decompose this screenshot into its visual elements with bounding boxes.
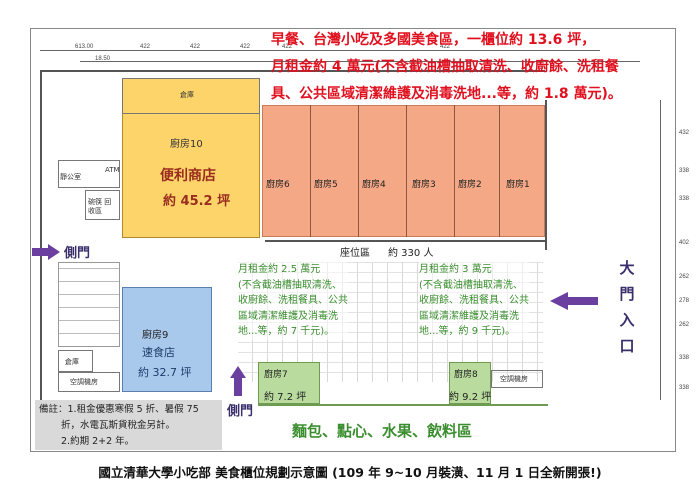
notes-line-2: 折，水電瓦斯貨稅金另計。 [61,420,176,431]
rent-a-line-3: 收廚餘、洗租餐具、公共 [238,295,348,306]
kitchen7-area: 約 7.2 坪 [264,392,307,403]
building-wall-mid [265,240,547,242]
building-wall-right [545,100,547,250]
kitchen8-label: 廚房8 [454,370,478,380]
notes-line-3: 2.約期 2+2 年。 [61,436,135,447]
kitchen-5 [310,105,359,237]
rent-b-line-2: (不含截油槽抽取清洗、 [419,279,523,291]
kitchen-2 [454,105,500,237]
rent-b-line-5: 地...等，約 9 千元)。 [419,326,516,337]
right-dimension-line [660,100,661,400]
building-wall-left [40,70,42,410]
air-room-left-label: 空調機房 [70,378,98,386]
main-door-char-4: 口 [619,337,635,355]
convenience-store-area: 約 45.2 坪 [163,194,231,209]
rent-b-line-1: 月租金約 3 萬元 [419,264,492,275]
top-dimension-line-2 [80,61,640,62]
main-door-char-3: 入 [619,311,635,329]
dim-top-4: 422 [282,44,293,50]
kitchen8-zone [449,362,491,404]
main-door-char-2: 門 [619,285,635,303]
kitchen-4 [358,105,407,237]
kitchen10-label: 廚房10 [170,139,203,150]
convenience-store-zone [122,78,260,238]
kitchen-strip [262,105,545,237]
side-door-left-label: 側門 [64,246,91,261]
recycle-room [85,190,120,220]
recycle-label: 碗筷 回收區 [88,198,112,215]
lower-storage-label: 倉庫 [65,358,79,366]
kitchen-3 [406,105,455,237]
kitchen-3-label: 廚房3 [412,180,436,190]
notice-line-3: 具、公共區域清潔維護及消毒洗地...等，約 1.8 萬元)。 [271,86,622,102]
dim-top-5: 422 [440,44,451,50]
dim-right-4: 402 [679,240,690,246]
dim-right-9: 338 [679,385,690,391]
air-room-left [58,372,120,392]
dim-top-1: 422 [140,44,151,50]
rent-a-line-2: (不含截油槽抽取清洗、 [238,279,342,291]
kitchen7-zone [258,362,320,404]
dim-top-2: 422 [190,44,201,50]
notice-line-1: 早餐、台灣小吃及多國美食區，一櫃位約 13.6 坪， [271,32,596,48]
convenience-store-name: 便利商店 [160,168,216,184]
notes-line-1: 備註：1.租金優惠寒假 5 折、暑假 75 [39,404,199,415]
plan-frame [30,28,676,452]
rent-b-block: 月租金約 3 萬元 (不含截油槽抽取清洗、 收廚餘、洗租餐具、公共 區域清潔維護… [419,262,529,340]
dim-right-2: 338 [679,168,690,174]
rent-a-line-5: 地...等，約 7 千元)。 [238,326,335,337]
fastfood-zone [122,287,212,392]
main-door-char-1: 大 [619,259,635,277]
rent-a-block: 月租金約 2.5 萬元 (不含截油槽抽取清洗、 收廚餘、洗租餐具、公共 區域清潔… [238,262,348,340]
kitchen7-label: 廚房7 [264,370,288,380]
bakery-label: 麵包、點心、水果、飲料區 [292,422,473,440]
convenience-storage-label: 倉庫 [180,91,194,99]
dim-top-3: 422 [240,44,251,50]
dim-right-7: 262 [679,322,690,328]
side-door-arrow-left-icon [32,244,60,260]
dim-right-3: 338 [679,196,690,202]
fastfood-area: 約 32.7 坪 [138,366,192,379]
kitchen-6 [262,105,311,237]
air-room-right [491,370,543,388]
bakery-area-outline [258,404,548,406]
atm-label: ATM [105,166,120,174]
air-room-right-label: 空調機房 [500,375,528,383]
kitchen-2-label: 廚房2 [458,180,482,190]
office-room [58,160,120,188]
lower-storage-room [58,350,93,372]
main-door-arrow-icon [550,292,598,310]
kitchen9-label: 廚房9 [142,330,169,341]
main-door-label: 大 門 入 口 [618,255,636,359]
top-dimension-line [40,50,600,51]
rent-a-line-1: 月租金約 2.5 萬元 [238,264,321,275]
notes-box: 備註：1.租金優惠寒假 5 折、暑假 75 折，水電瓦斯貨稅金另計。 2.約期 … [35,400,222,450]
restroom-block [58,262,120,347]
seating-count: 約 330 人 [388,248,434,259]
rent-a-line-4: 區域清潔維護及消毒洗 [238,310,338,322]
side-door-arrow-up-icon [230,366,246,396]
dim-right-8: 338 [679,355,690,361]
kitchen-1-label: 廚房1 [506,180,530,190]
dim-top-left-b: 18.50 [95,56,111,62]
kitchen-5-label: 廚房5 [314,180,338,190]
dim-top-left-a: 613.00 [75,44,94,50]
kitchen8-area: 約 9.2 坪 [449,392,492,403]
fastfood-name: 速食店 [142,346,175,359]
kitchen-6-label: 廚房6 [266,180,290,190]
kitchen-4-label: 廚房4 [362,180,386,190]
side-door-bottom-label: 側門 [227,404,254,419]
rent-b-line-3: 收廚餘、洗租餐具、公共 [419,295,529,306]
convenience-storage-room [122,78,260,114]
caption: 國立清華大學小吃部 美食櫃位規劃示意圖 (109 年 9~10 月裝潢、11 月… [98,465,602,480]
seating-label: 座位區 [340,248,370,259]
rent-b-line-4: 區域清潔維護及消毒洗 [419,310,519,322]
dim-right-5: 262 [679,274,690,280]
dim-right-1: 432 [679,130,690,136]
notice-line-2: 月租金約 4 萬元(不含截油槽抽取清洗、收廚餘、洗租餐 [271,59,619,75]
building-wall-top [40,70,545,72]
dim-right-6: 278 [679,298,690,304]
office-label: 靜公室 [60,173,81,181]
